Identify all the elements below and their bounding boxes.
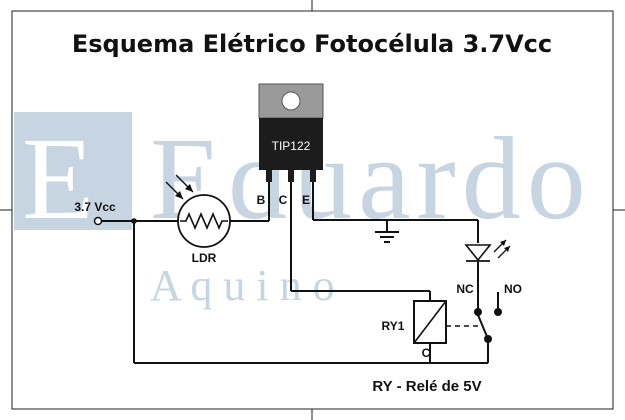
- led-emission-arrowhead-1: [500, 240, 506, 246]
- ldr-label: LDR: [192, 251, 217, 265]
- contact-no-terminal: [494, 308, 502, 316]
- ground-symbol: [375, 231, 399, 243]
- transistor-label: TIP122: [272, 139, 311, 153]
- pin-b-label: B: [257, 193, 266, 207]
- relay-coil-diagonal: [413, 300, 447, 344]
- pin-e-label: E: [302, 193, 310, 207]
- ldr-light-arrowhead-1: [175, 191, 183, 199]
- wires: [102, 182, 489, 364]
- relay-contacts: NC NO: [446, 282, 522, 343]
- pin-c-label: C: [279, 193, 288, 207]
- relay-label: RY1: [382, 319, 405, 333]
- supply-terminal: [93, 216, 103, 226]
- contact-no-label: NO: [504, 282, 522, 296]
- relay-caption: RY - Relé de 5V: [372, 378, 481, 395]
- transistor-body: [259, 118, 323, 170]
- watermark-logo-block: [14, 112, 132, 230]
- contact-nc-label: NC: [456, 282, 474, 296]
- ldr-component: LDR: [165, 174, 231, 265]
- contact-nc-terminal: [474, 308, 482, 316]
- watermark-logo-letter: E: [22, 113, 94, 244]
- led-emission-arrowhead-2: [504, 246, 510, 252]
- supply-label: 3.7 Vcc: [74, 200, 116, 214]
- diagram-title: Esquema Elétrico Fotocélula 3.7Vcc: [72, 30, 552, 58]
- ldr-light-arrowhead-2: [185, 184, 193, 192]
- transistor-leg-c: [288, 170, 294, 182]
- watermark: E Eduardo A q u i n o: [14, 112, 586, 310]
- ldr-resistor-zigzag: [180, 211, 228, 231]
- relay-coil: RY1 C: [382, 300, 447, 360]
- relay-coil-pin-label: C: [422, 346, 431, 360]
- led-indicator: [464, 239, 511, 262]
- contact-switch-arm: [477, 314, 489, 340]
- watermark-surname: A q u i n o: [150, 261, 335, 310]
- transistor-leg-e: [310, 170, 316, 182]
- transistor-mount-hole: [281, 91, 301, 111]
- transistor-leg-b: [266, 170, 272, 182]
- led-triangle: [464, 244, 492, 262]
- transistor-tip122: TIP122 B C E: [257, 83, 324, 207]
